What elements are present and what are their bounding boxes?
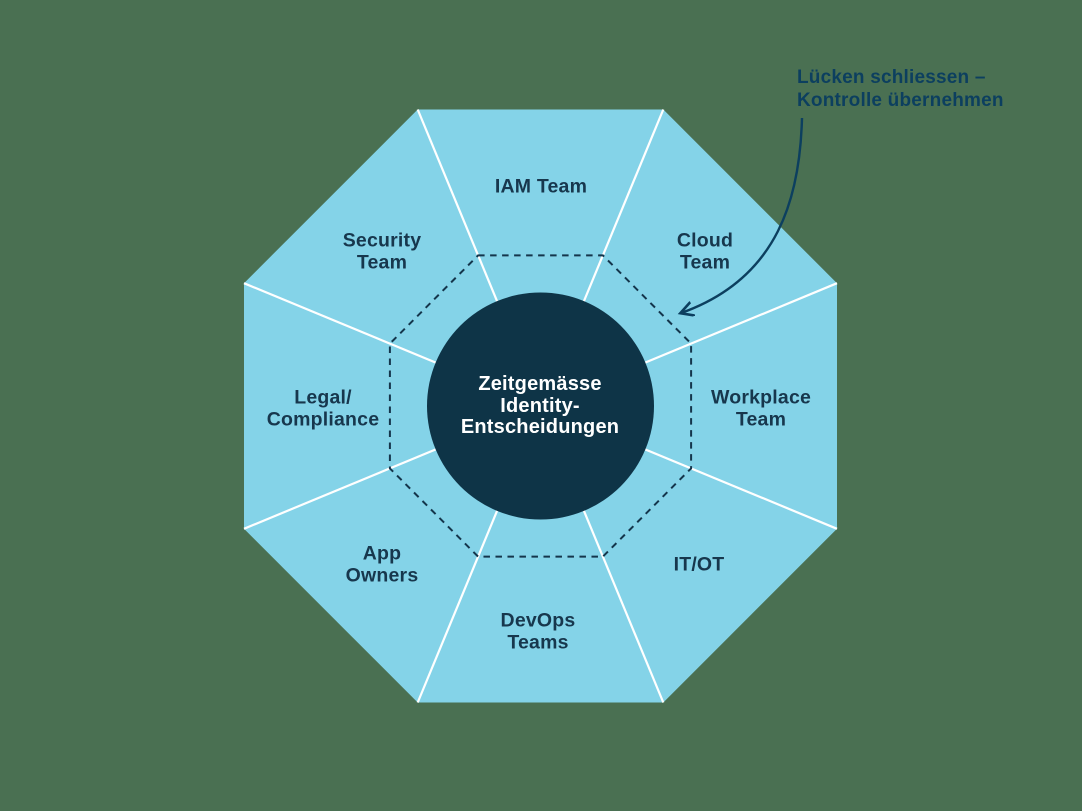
segment-label-iam-team: IAM Team [494, 175, 588, 198]
segment-label-cloud-team: Cloud Team [676, 229, 734, 273]
segment-label-workplace-team: Workplace Team [710, 386, 812, 430]
segment-label-app-owners: App Owners [345, 542, 419, 586]
segment-label-it-ot: IT/OT [673, 553, 725, 576]
center-circle-label: Zeitgemässe Identity- Entscheidungen [460, 372, 620, 438]
segment-label-security-team: Security Team [342, 229, 422, 273]
inner-dashed-octagon [388, 254, 693, 558]
annotation-arrow [681, 117, 804, 313]
annotation-text: Lücken schliessen – Kontrolle übernehmen [797, 67, 1004, 111]
segment-label-devops-teams: DevOps Teams [500, 609, 576, 653]
segment-label-legal-compliance: Legal/ Compliance [266, 386, 380, 430]
center-circle [427, 292, 654, 520]
